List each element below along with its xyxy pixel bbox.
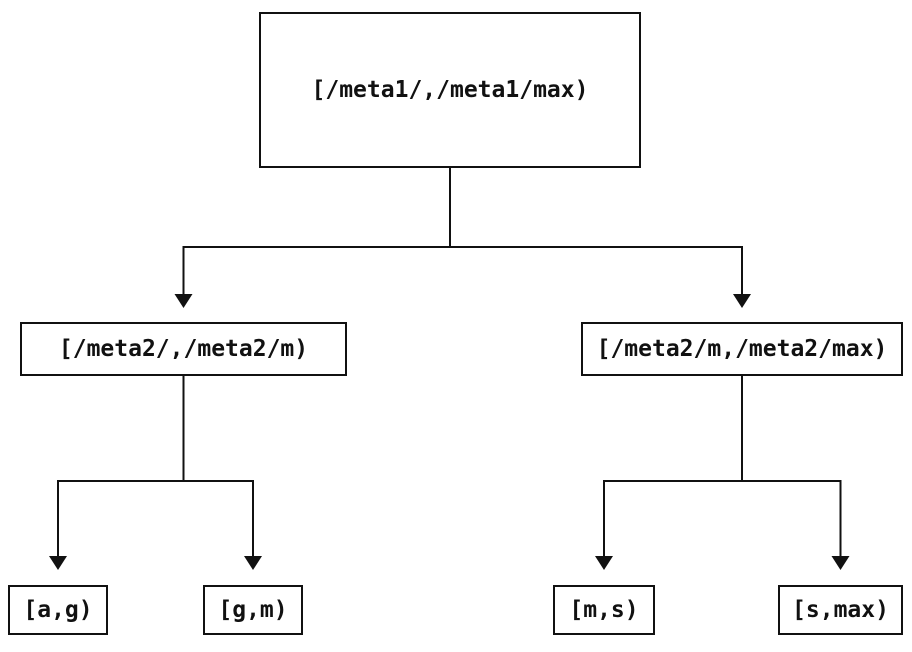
arrowhead-down-icon xyxy=(174,294,193,308)
node-leaf-range-smax: [s,max) xyxy=(778,585,903,635)
node-left-range: [/meta2/,/meta2/m) xyxy=(20,322,347,376)
node-root-range: [/meta1/,/meta1/max) xyxy=(259,12,641,168)
node-right-range: [/meta2/m,/meta2/max) xyxy=(581,322,903,376)
node-leaf-range-gm: [g,m) xyxy=(203,585,303,635)
edge-root-to-right xyxy=(449,168,751,308)
arrowhead-down-icon xyxy=(595,556,613,570)
edge-root-to-left xyxy=(174,168,451,308)
node-leaf-range-ms: [m,s) xyxy=(553,585,655,635)
edge-left-to-leaf-gm xyxy=(182,376,262,570)
edge-left-to-leaf-ag xyxy=(49,376,185,570)
edge-right-to-leaf-smax xyxy=(741,376,850,570)
arrowhead-down-icon xyxy=(244,556,262,570)
arrowhead-down-icon xyxy=(733,294,751,308)
node-leaf-range-ag: [a,g) xyxy=(8,585,108,635)
arrowhead-down-icon xyxy=(831,556,850,570)
arrowhead-down-icon xyxy=(49,556,67,570)
edge-right-to-leaf-ms xyxy=(595,376,743,570)
